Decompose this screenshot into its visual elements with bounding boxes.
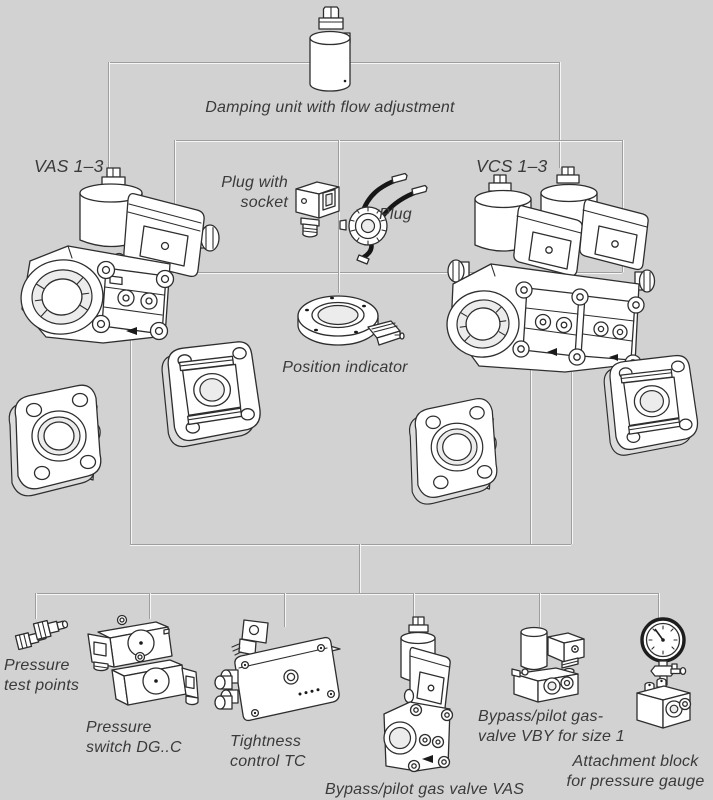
pressure-switch-label-line2: switch DG..C	[86, 739, 182, 756]
bypass-vas-drawing	[383, 616, 454, 773]
position-indicator-label: Position indicator	[282, 359, 408, 376]
bypass-vby-label: Bypass/pilot gas- valve VBY for size 1	[478, 707, 625, 747]
plug-with-socket-label-line2: socket	[240, 194, 288, 211]
flange-drawing	[408, 398, 498, 505]
tightness-control-drawing	[214, 619, 341, 722]
attachment-block-label-line2: for pressure gauge	[566, 773, 705, 790]
vby-valve-drawing	[511, 626, 585, 703]
connector-line	[571, 293, 572, 544]
plug-label: Plug	[379, 206, 412, 223]
connector-line	[174, 140, 622, 141]
bypass-vby-label-line2: valve VBY for size 1	[478, 728, 625, 745]
flange-seal-drawing	[161, 341, 261, 448]
connector-line	[559, 62, 560, 168]
plug-drawing	[339, 172, 428, 265]
flange-seal-drawing	[603, 354, 699, 456]
tightness-control-label: Tightness control TC	[230, 732, 306, 772]
pressure-switch-label: Pressure switch DG..C	[86, 718, 182, 758]
connector-line	[539, 593, 540, 627]
pressure-gauge-block-drawing	[636, 617, 692, 729]
damping-unit-drawing	[309, 6, 351, 92]
connector-line	[338, 140, 339, 293]
vas-label: VAS 1–3	[34, 156, 104, 176]
flange-drawing	[8, 384, 102, 497]
pressure-switch-drawing	[87, 614, 199, 706]
connector-line	[130, 293, 131, 544]
connector-line	[130, 544, 571, 545]
pressure-test-points-label-line2: test points	[4, 677, 80, 694]
bypass-vby-label-line1: Bypass/pilot gas-	[478, 708, 604, 725]
attachment-block-label-line1: Attachment block	[572, 753, 699, 770]
connector-line	[284, 593, 285, 627]
tightness-control-label-line1: Tightness	[230, 733, 302, 750]
connector-line	[658, 593, 659, 621]
vcs-label: VCS 1–3	[476, 156, 548, 176]
pressure-test-points-drawing	[14, 619, 69, 651]
damping-unit-label: Damping unit with flow adjustment	[205, 99, 455, 116]
vas-valve-drawing	[20, 167, 220, 344]
connector-line	[622, 140, 623, 272]
connector-line	[108, 62, 109, 169]
plug-with-socket-label-line1: Plug with	[221, 174, 288, 191]
plug-with-socket-drawing	[295, 181, 340, 238]
pressure-test-points-label-line1: Pressure	[4, 657, 70, 674]
tightness-control-label-line2: control TC	[230, 753, 306, 770]
connector-line	[359, 544, 360, 593]
connector-line	[530, 340, 531, 544]
attachment-block-label: Attachment block for pressure gauge	[558, 752, 713, 792]
connector-line	[413, 593, 414, 621]
connector-line	[174, 272, 622, 273]
connector-line	[35, 593, 36, 619]
position-indicator-drawing	[297, 295, 405, 346]
bypass-vas-label: Bypass/pilot gas valve VAS	[325, 781, 525, 798]
plug-with-socket-label: Plug with socket	[200, 173, 288, 213]
pressure-switch-label-line1: Pressure	[86, 719, 152, 736]
pressure-test-points-label: Pressure test points	[4, 656, 79, 696]
vcs-valve-drawing	[446, 166, 656, 373]
connector-line	[35, 593, 658, 594]
connector-line	[149, 593, 150, 619]
